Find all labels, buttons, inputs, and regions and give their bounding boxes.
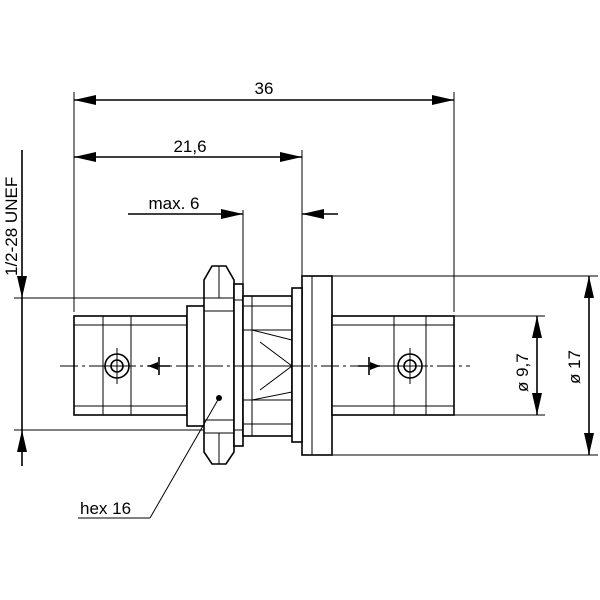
panel-thickness-label: max. 6 [148, 194, 199, 213]
flange-diameter-label: ø 17 [565, 350, 584, 384]
dimension-flange-diameter: ø 17 [565, 276, 594, 455]
thread-label: 1/2-28 UNEF [2, 177, 21, 276]
dimension-panel-thickness: max. 6 [128, 194, 338, 219]
inner-diameter-label: ø 9,7 [513, 353, 532, 392]
dimension-inner-diameter: ø 9,7 [513, 316, 542, 415]
length-to-flange-label: 21,6 [173, 137, 206, 156]
lock-washer [233, 283, 244, 447]
hex-leader: hex 16 [78, 395, 222, 519]
dimension-overall-length: 36 [74, 79, 454, 105]
extension-lines [14, 92, 598, 456]
hex-nut [203, 265, 235, 465]
hex-size-label: hex 16 [80, 499, 131, 518]
overall-length-label: 36 [255, 79, 274, 98]
dimension-length-to-flange: 21,6 [74, 137, 302, 162]
connector-body [73, 265, 455, 465]
dimension-thread: 1/2-28 UNEF [2, 150, 27, 466]
